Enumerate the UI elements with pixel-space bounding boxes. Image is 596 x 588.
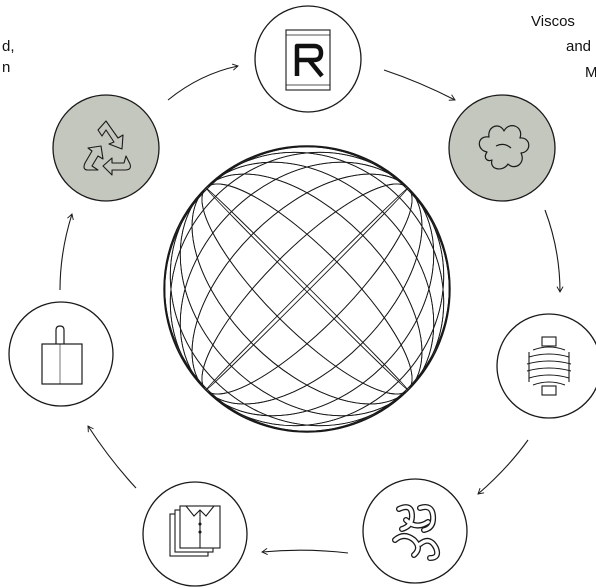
wireframe-globe-icon (163, 145, 451, 433)
cotton-node (448, 94, 556, 202)
yarn-spool-icon (526, 336, 572, 396)
spool-node (496, 313, 596, 419)
clothing-node (142, 481, 248, 587)
arrow-5 (261, 548, 349, 555)
globe-meridian (164, 146, 450, 432)
text-fragment-top-right-1: Viscos (531, 13, 575, 30)
text-fragment-top-left-2: n (2, 59, 11, 76)
globe-meridian (164, 146, 450, 432)
arrow-4 (477, 439, 529, 495)
arrow-3 (544, 209, 564, 293)
fiber-node (362, 478, 468, 584)
cotton-flower-icon (478, 125, 530, 170)
arrow-1 (167, 63, 239, 101)
text-fragment-top-right-2: and (566, 38, 592, 55)
arrow-7 (59, 213, 74, 291)
folded-shirts-icon (169, 505, 221, 557)
arrow-6 (87, 425, 137, 489)
cycle-arrows (59, 63, 564, 555)
text-fragment-top-left-1: d, (2, 38, 15, 55)
text-fragment-top-right-3: M (585, 64, 596, 81)
recycle-node (52, 94, 160, 202)
arrow-2 (383, 69, 456, 101)
recycle-icon (83, 120, 131, 176)
r-logo-node (254, 5, 362, 113)
shopping-bag-icon (41, 325, 83, 385)
bag-node (8, 301, 114, 407)
letter-r-tag-icon (285, 29, 331, 91)
